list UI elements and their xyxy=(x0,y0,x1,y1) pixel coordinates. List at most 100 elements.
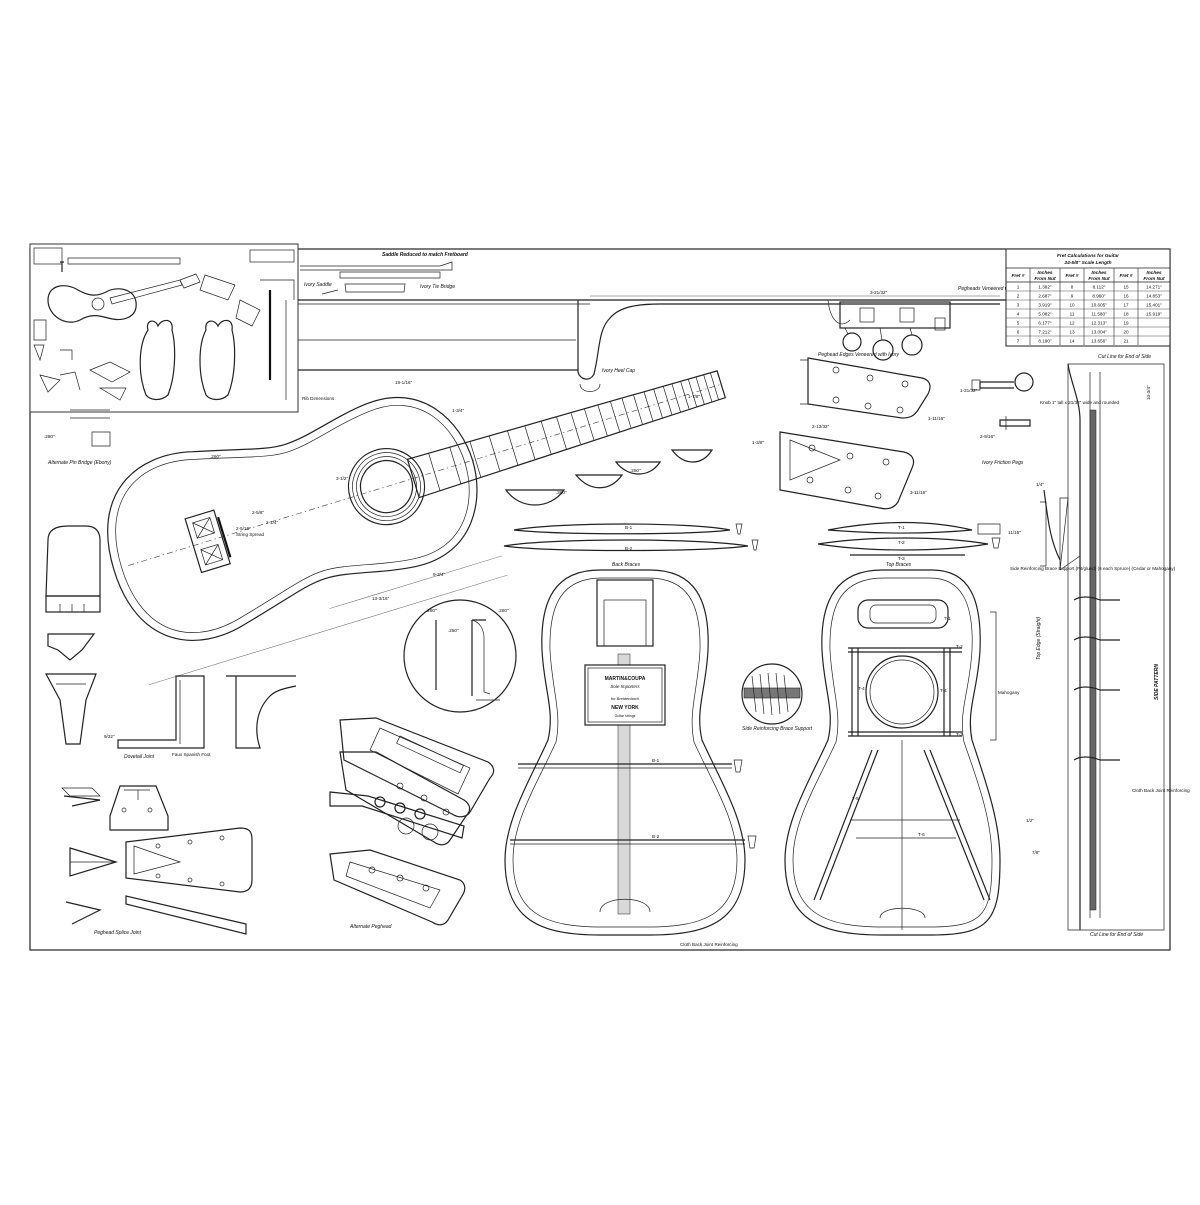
fret-table-cell: 1.382" xyxy=(1038,285,1051,290)
fret-table-cell: 9 xyxy=(1071,294,1074,299)
brace-t2-label: T-2 xyxy=(898,540,905,545)
fret-table-cell: 7 xyxy=(1017,339,1020,344)
fret-table-header-sub: From Nut xyxy=(1034,276,1056,282)
fret-table-cell: 19 xyxy=(1123,321,1129,326)
guitar-body-top-view: 3-1/2" 2-5/8" 3-1/4" 2-5/16" String Spre… xyxy=(107,370,727,685)
fret-table-cell: 15.919" xyxy=(1146,312,1162,317)
dim-peg-overall: 2-9/16" xyxy=(980,434,995,439)
faux-spanish-foot-label: Faux Spanish Foot xyxy=(172,752,211,757)
fret-table-cell: 18 xyxy=(1123,312,1129,317)
back-b1-label: B-1 xyxy=(652,758,660,763)
dim-peghead-a-width: 1-11/16" xyxy=(928,416,945,421)
fret-table-cell: 12.313" xyxy=(1091,321,1107,326)
dim-profile2: .250" xyxy=(630,468,641,473)
brace-b1-label: B-1 xyxy=(625,525,633,530)
fret-table-cell: 16 xyxy=(1123,294,1129,299)
rib-dimensions-label: Rib Dimensions xyxy=(302,396,335,401)
fret-table-cell: 8.960" xyxy=(1092,294,1105,299)
fret-table-cell: 17 xyxy=(1123,303,1129,308)
side-reinforcing-support-label: Side Reinforcing Brace Support xyxy=(742,726,813,732)
mahogany-label: Mahogany xyxy=(998,690,1020,695)
back-braces-label: Back Braces xyxy=(612,562,641,568)
label-card-line1: MARTIN&COUPA xyxy=(605,676,646,682)
fret-table-header: Fret # xyxy=(1119,273,1132,279)
top-t4b-label: T-4 xyxy=(940,688,947,693)
fret-table-cell: 12 xyxy=(1069,321,1075,326)
fret-table-cell: 2 xyxy=(1017,294,1020,299)
dim-peghead-length: 3-21/32" xyxy=(870,290,888,295)
saddle-note: Saddle Reduced to match Fretboard xyxy=(382,252,469,258)
cloth-back-joint-side-label: Cloth Back Joint Reinforcing xyxy=(1132,788,1190,793)
fret-table-cell: 11 xyxy=(1070,312,1075,317)
fret-table-cell: 13.004" xyxy=(1091,330,1107,335)
dim-peghead-a: 2-13/32" xyxy=(812,424,830,429)
guitar-top-view: Top Braces T-1 T-2 T-3 T-4 T-4 T-5 T-6 M… xyxy=(784,562,1020,936)
fret-table-header: Inches xyxy=(1091,270,1107,276)
dim-side-upper: 10-3/4" xyxy=(1146,385,1151,400)
fret-table-cell: 4 xyxy=(1017,312,1020,317)
dim-bridge-length: 3-1/4" xyxy=(266,520,278,525)
back-b2-label: B-2 xyxy=(652,834,660,839)
alt-pin-bridge-label: Alternate Pin Bridge (Ebony) xyxy=(47,460,112,466)
label-card-line3: for Breidenbach xyxy=(611,696,640,701)
dim-profile1: .360" xyxy=(556,490,567,495)
dim-brace-height2: .250" xyxy=(448,628,459,633)
fret-table-cell: 13 xyxy=(1069,330,1075,335)
top-t5-label: T-5 xyxy=(852,796,859,801)
alternate-pegheads: Alternate Peghead xyxy=(329,717,495,930)
fret-table-cell: 2.687" xyxy=(1038,294,1051,299)
fret-table-cell: 13.656" xyxy=(1091,339,1107,344)
top-t6-label: T-6 xyxy=(918,832,925,837)
dim-side-foot: 7/8" xyxy=(1032,850,1040,855)
top-edge-label: Top Edge (Straight) xyxy=(1036,616,1042,660)
fret-calculation-table: Fret Calculations for Guitar 24-5/8" Sca… xyxy=(1005,248,1171,347)
neck-side-view: Ivory Heel Cap 19-1/16" xyxy=(298,295,1008,392)
ivory-tie-bridge-label: Ivory Tie Bridge xyxy=(420,284,455,290)
dim-soundhole: 3-1/2" xyxy=(336,476,348,481)
label-card-line4: NEW YORK xyxy=(611,705,639,711)
dim-peg-length: 1-21/32" xyxy=(960,388,978,393)
fret-table-cell: 5.082" xyxy=(1038,312,1051,317)
ivory-saddle-label: Ivory Saddle xyxy=(304,282,332,288)
brace-t3-label: T-3 xyxy=(898,556,905,561)
alternate-peghead-label: Alternate Peghead xyxy=(349,924,392,930)
fret-table-header: Fret # xyxy=(1065,273,1078,279)
side-pattern: Cut Line for End of Side Cut Line for En… xyxy=(1008,354,1190,938)
heel-details: 9/32" Dovetail Joint Faux Spanish Foot xyxy=(44,525,297,760)
fret-table-cell: 3 xyxy=(1017,303,1020,308)
top-t1-label: T-1 xyxy=(944,616,951,621)
dim-string-spread: 2-5/16" xyxy=(236,526,251,531)
dim-nut-width: 1-3/4" xyxy=(452,408,464,413)
fret-table-cell: 8.190" xyxy=(1038,339,1051,344)
label-card-line5: Guitar strings xyxy=(615,714,636,718)
guitar-back-view: MARTIN&COUPA Sole Importers for Breidenb… xyxy=(504,562,757,947)
fret-table-cell: 5 xyxy=(1017,321,1020,326)
fret-table-cell: 15 xyxy=(1123,285,1129,290)
neck-profiles: .360" .250" xyxy=(504,449,714,506)
cut-line-top-label: Cut Line for End of Side xyxy=(1098,354,1151,360)
dim-upper-bout: 13-3/16" xyxy=(372,596,390,601)
cloth-back-joint-label: Cloth Back Joint Reinforcing xyxy=(680,942,738,947)
ivory-heel-cap-label: Ivory Heel Cap xyxy=(602,368,635,374)
ivory-friction-pegs: 1-21/32" Knob 1" tall x 21/32" wide and … xyxy=(960,372,1120,466)
back-brace-profiles: B-1 B-2 xyxy=(503,523,759,552)
fret-table-cell: 7.212" xyxy=(1038,330,1051,335)
fret-table-header-sub: From Nut xyxy=(1143,276,1165,282)
fret-table-cell: 10.605" xyxy=(1091,303,1107,308)
cut-line-bottom-label: Cut Line for End of Side xyxy=(1090,932,1143,938)
fret-table-cell: 14.853" xyxy=(1146,294,1162,299)
top-braces-label: Top Braces xyxy=(886,562,912,568)
fret-table-title: Fret Calculations for Guitar xyxy=(1057,253,1120,259)
alternate-pin-bridge: .280" Alternate Pin Bridge (Ebony) xyxy=(44,409,112,466)
dim-peghead-b: 1-3/8" xyxy=(752,440,764,445)
fret-table-cell: 20 xyxy=(1123,330,1129,335)
sheet-border xyxy=(29,248,1171,951)
dim-bridge-height: .260" xyxy=(210,454,221,459)
fret-table-cell: 8 xyxy=(1071,285,1074,290)
brace-t1-label: T-1 xyxy=(898,525,905,530)
label-card-line2: Sole Importers xyxy=(610,684,640,689)
dim-dovetail: 9/32" xyxy=(104,734,115,739)
fret-table-cell: 3.919" xyxy=(1038,303,1051,308)
knob-note: Knob 1" tall x 21/32" wide and rounded xyxy=(1040,400,1120,405)
